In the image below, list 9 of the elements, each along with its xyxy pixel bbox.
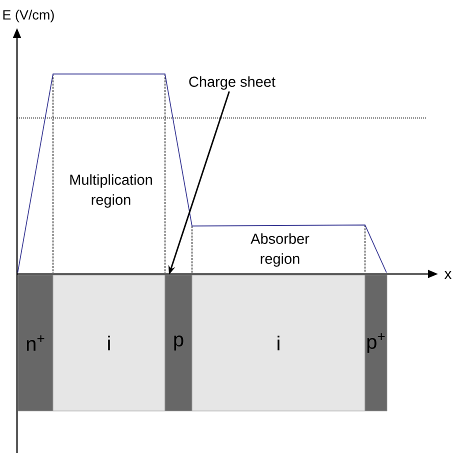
region-label: Multiplication region [70,174,152,208]
layer-block: i [52,274,166,412]
axis-label: E (V/cm) [3,10,54,22]
layer-block: n$^{+}$ [18,274,54,412]
layer-block: p$^{+}$ [364,274,388,412]
layer-block: i [192,274,366,412]
callout-label: Charge sheet [189,76,276,90]
layer-block: p [164,274,192,412]
axis-label: x [444,271,452,279]
